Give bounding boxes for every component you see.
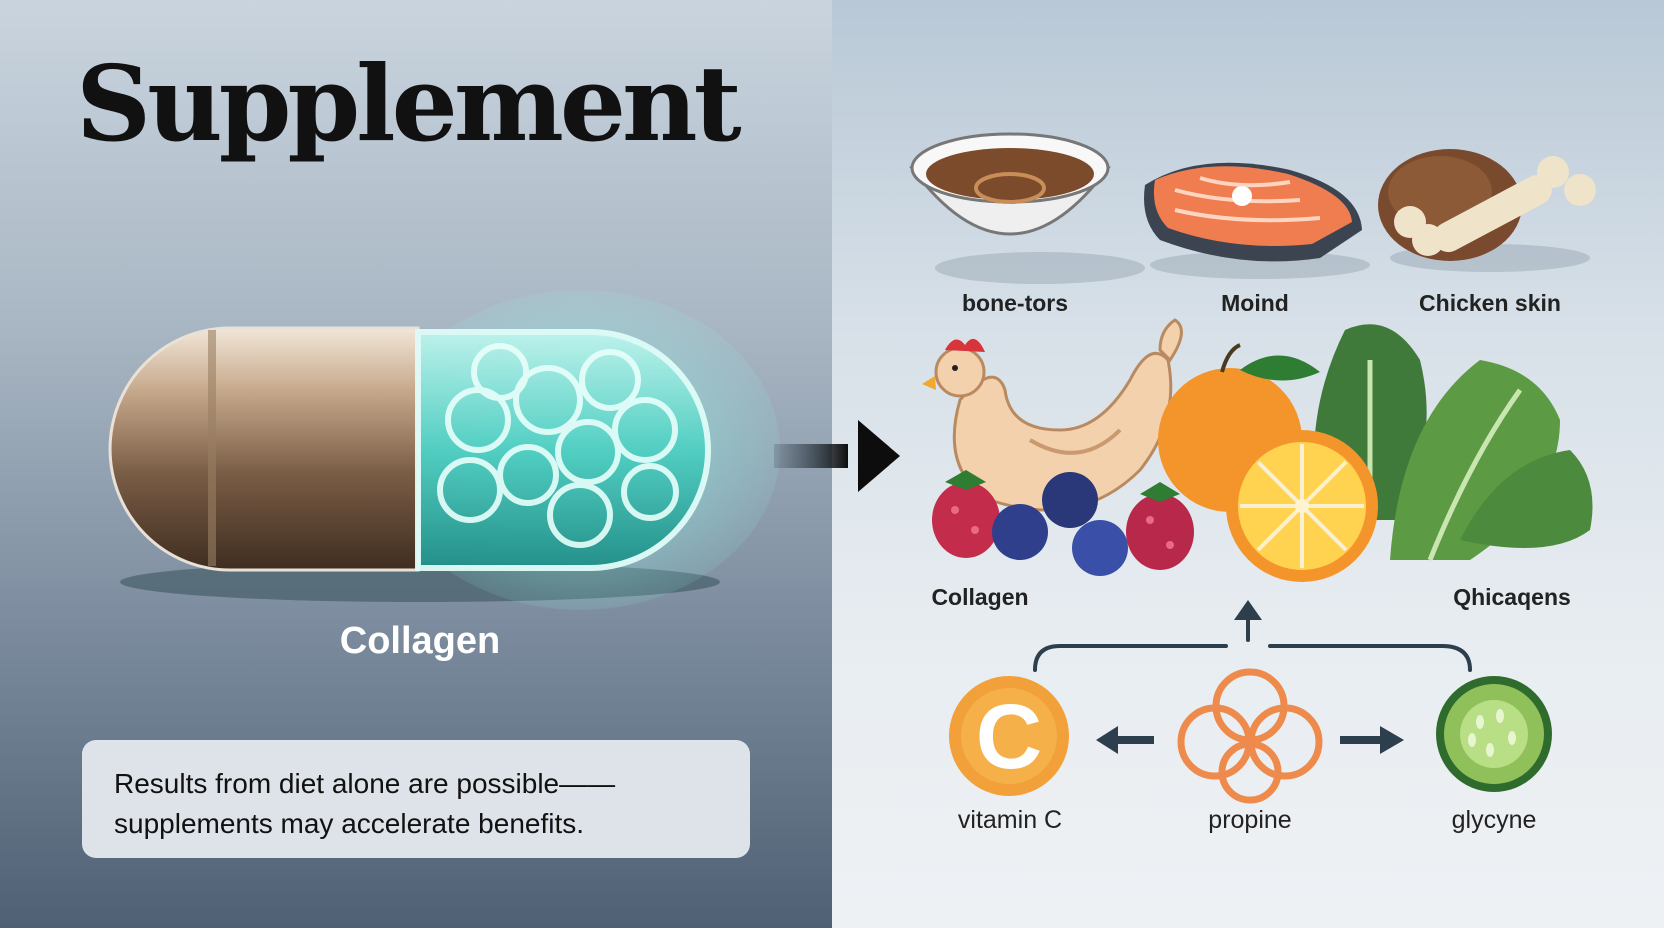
arrow-right-icon bbox=[774, 420, 900, 492]
berries-icon bbox=[932, 470, 1194, 576]
arrow-right-small-icon bbox=[1340, 726, 1404, 754]
nutrient-label-vitamin-c: vitamin C bbox=[957, 806, 1063, 834]
arrow-left-icon bbox=[1096, 726, 1154, 754]
food-label-bone-broth: bone-tors bbox=[961, 290, 1069, 316]
vitamin-c-symbol: C bbox=[976, 686, 1042, 788]
hen-icon bbox=[922, 318, 1183, 512]
food-label-right: Qhicaqens bbox=[1453, 584, 1571, 610]
connector-lines bbox=[1033, 612, 1472, 672]
nutrient-label-glycyne: glycyne bbox=[1451, 806, 1537, 834]
food-label-salmon: Moind bbox=[1221, 290, 1289, 316]
bone-broth-bowl-icon bbox=[909, 132, 1145, 284]
collagen-capsule-icon bbox=[108, 290, 780, 610]
orange-slice-icon bbox=[1226, 430, 1378, 582]
propine-molecule-icon bbox=[1177, 668, 1323, 804]
food-label-collagen: Collagen bbox=[931, 584, 1029, 610]
page-title: Supplement bbox=[76, 42, 742, 165]
nutrient-label-propine: propine bbox=[1208, 806, 1292, 834]
note-box: Results from diet alone are possible—— s… bbox=[82, 740, 750, 858]
vitamin-c-icon bbox=[949, 676, 1069, 796]
food-label-chicken-skin: Chicken skin bbox=[1419, 290, 1561, 316]
cucumber-slice-icon bbox=[1436, 676, 1552, 792]
salmon-steak-icon bbox=[1144, 162, 1370, 279]
chicken-drumstick-icon bbox=[1378, 149, 1596, 272]
arrow-up-icon bbox=[1234, 600, 1262, 620]
note-line-1: Results from diet alone are possible—— bbox=[114, 768, 616, 799]
capsule-label: Collagen bbox=[339, 620, 501, 662]
note-line-2: supplements may accelerate benefits. bbox=[114, 808, 585, 839]
